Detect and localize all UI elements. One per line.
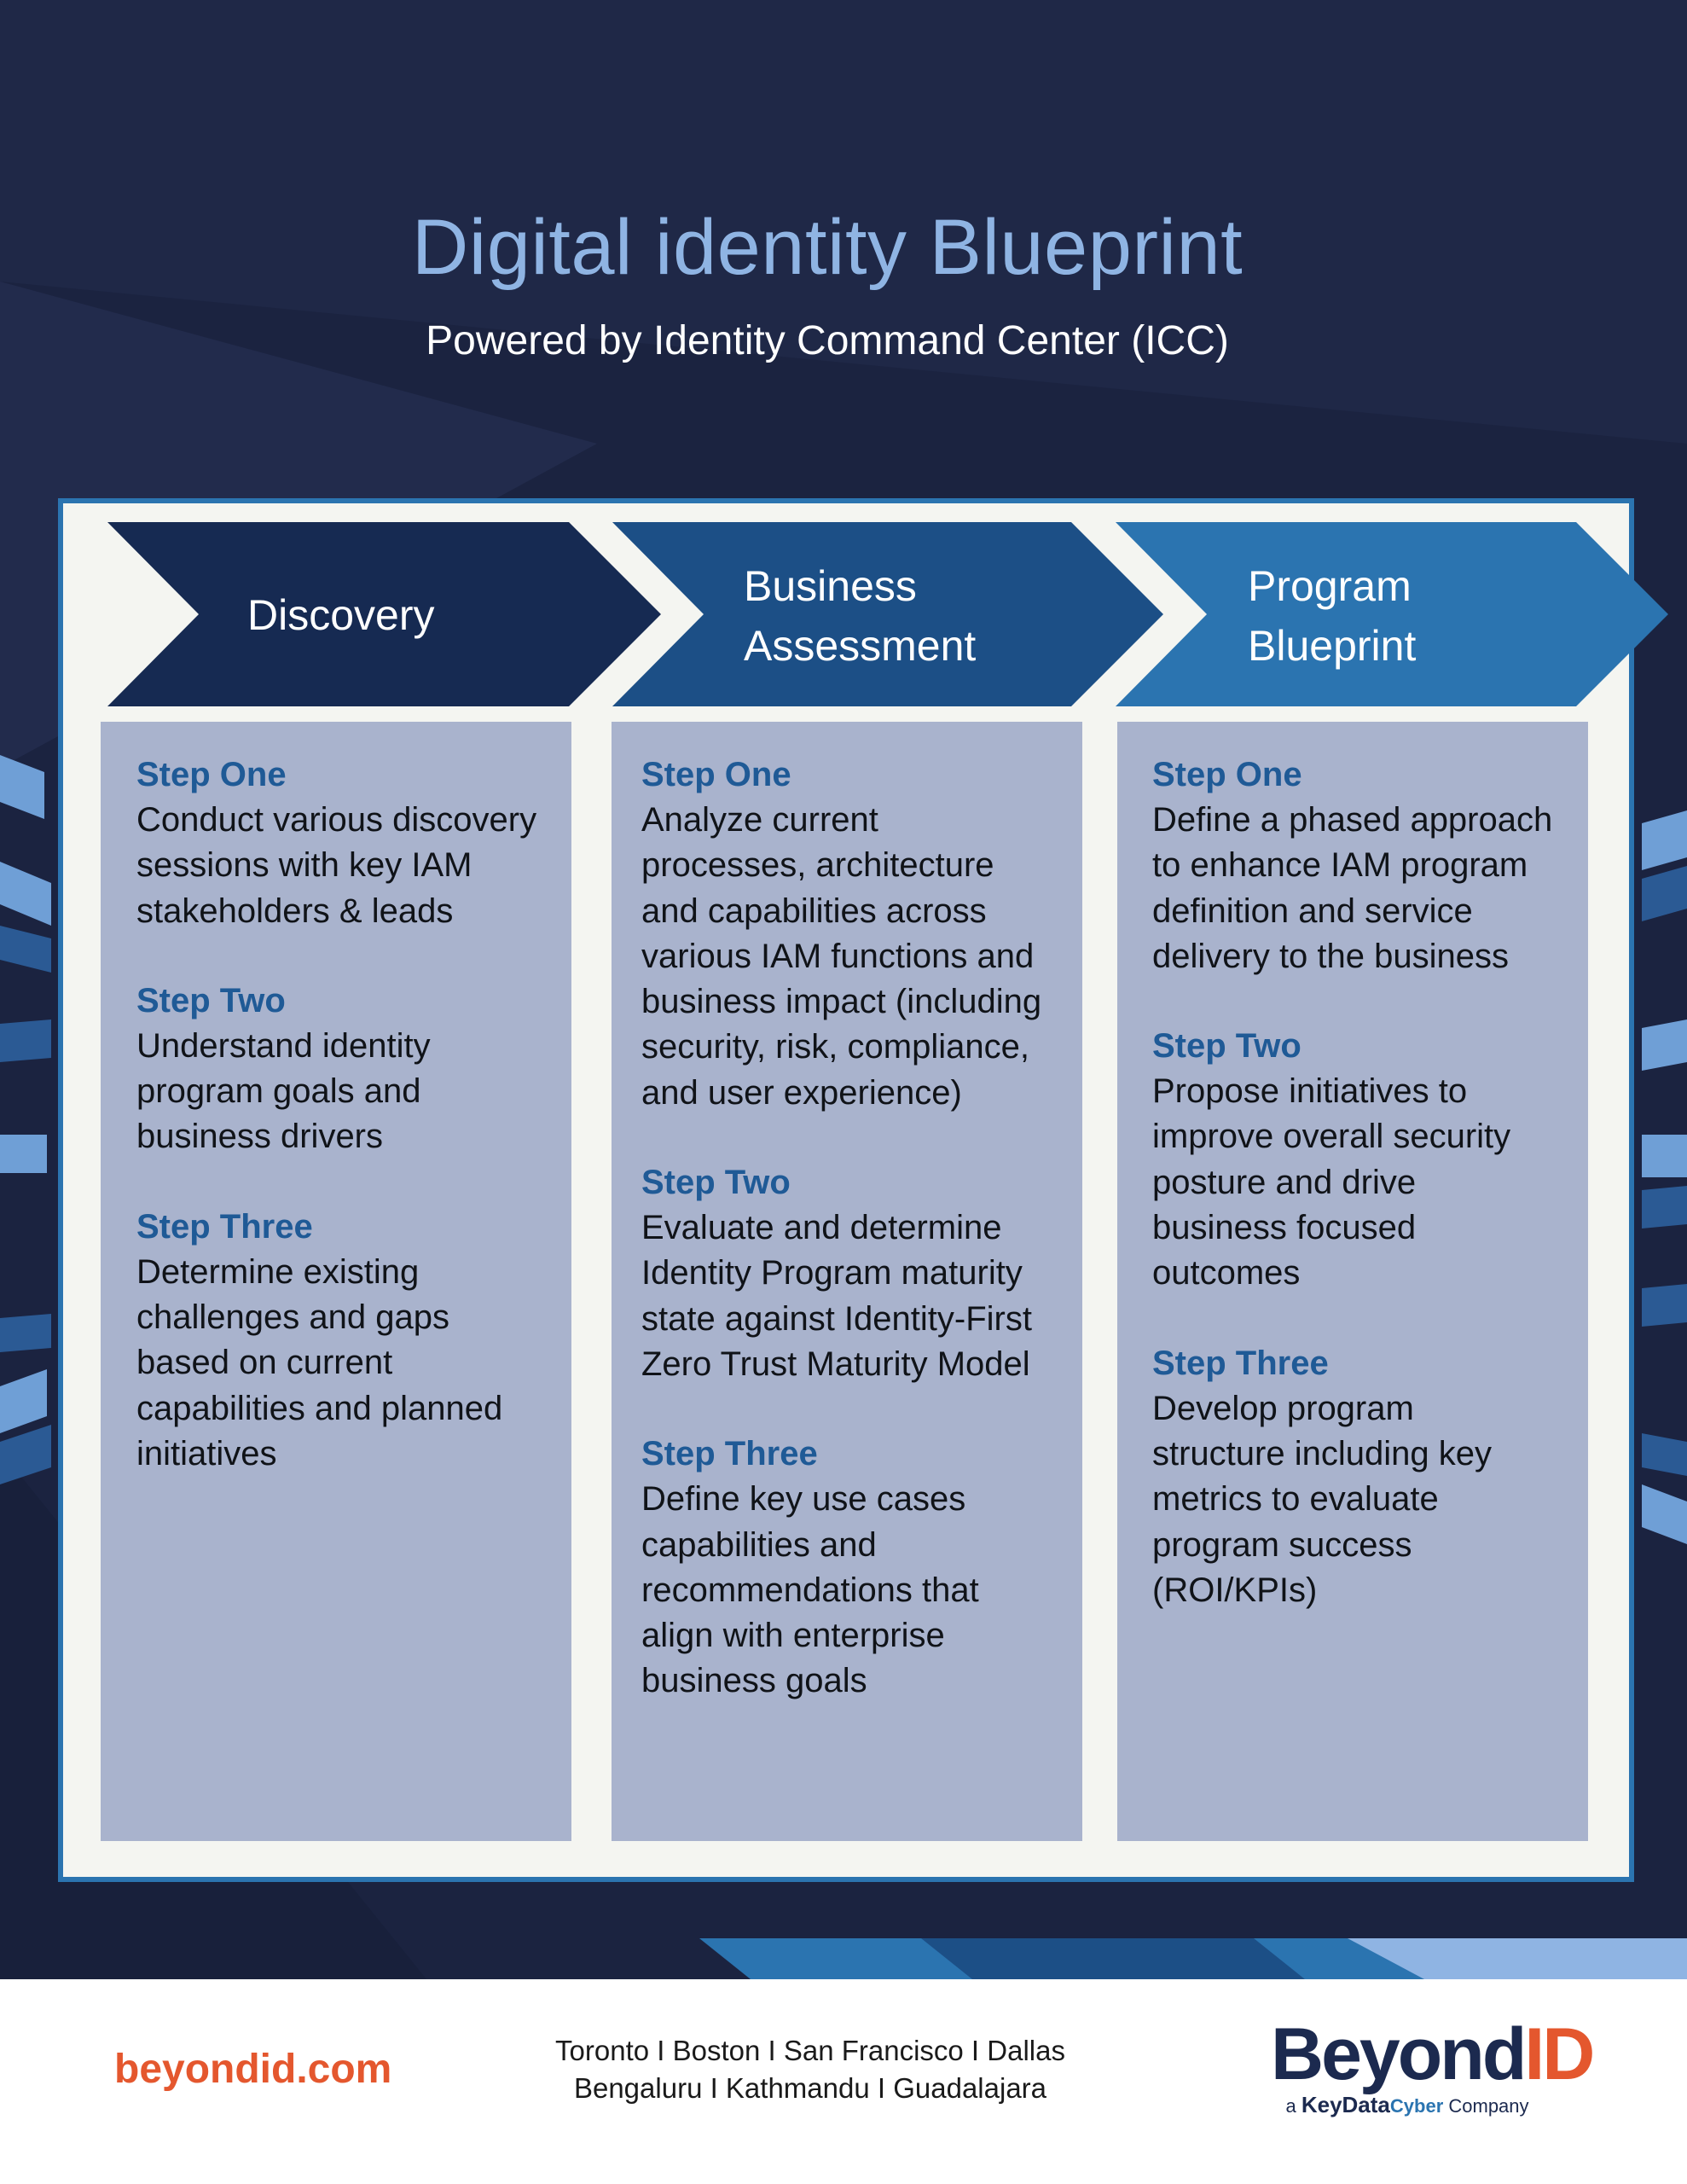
step-block: Step Three Develop program structure inc… xyxy=(1152,1341,1556,1613)
cities-line-1: Toronto I Boston I San Francisco I Dalla… xyxy=(555,2035,1065,2066)
step-block: Step Three Define key use cases capabili… xyxy=(641,1432,1050,1704)
phase-label-discovery: Discovery xyxy=(247,591,435,639)
step-text: Evaluate and determine Identity Program … xyxy=(641,1209,1032,1383)
logo-wordmark: BeyondID xyxy=(1271,2013,1595,2095)
footer xyxy=(0,1979,1687,2184)
step-block: Step One Analyze current processes, arch… xyxy=(641,752,1050,1116)
office-locations: Toronto I Boston I San Francisco I Dalla… xyxy=(512,2032,1109,2107)
step-text: Conduct various discovery sessions with … xyxy=(136,801,537,930)
step-text: Determine existing challenges and gaps b… xyxy=(136,1252,503,1472)
column-program-blueprint: Step One Define a phased approach to enh… xyxy=(1117,722,1588,1841)
beyondid-logo: BeyondID a KeyDataCyber Company xyxy=(1271,2012,1595,2118)
cities-line-2: Bengaluru I Kathmandu I Guadalajara xyxy=(573,2072,1047,2104)
website-link[interactable]: beyondid.com xyxy=(114,2047,392,2092)
step-heading: Step One xyxy=(136,756,287,793)
step-block: Step One Conduct various discovery sessi… xyxy=(136,752,539,934)
step-text: Develop program structure including key … xyxy=(1152,1389,1492,1609)
step-heading: Step Two xyxy=(136,981,286,1019)
phase-label-program-blueprint: Program Blueprint xyxy=(1248,562,1417,670)
step-block: Step Three Determine existing challenges… xyxy=(136,1205,539,1477)
step-block: Step Two Propose initiatives to improve … xyxy=(1152,1024,1556,1296)
column-discovery: Step One Conduct various discovery sessi… xyxy=(101,722,571,1841)
step-text: Define a phased approach to enhance IAM … xyxy=(1152,801,1553,975)
step-heading: Step One xyxy=(641,756,791,793)
step-heading: Step Three xyxy=(136,1207,313,1246)
step-heading: Step Two xyxy=(1152,1027,1301,1066)
page-subtitle: Powered by Identity Command Center (ICC) xyxy=(426,318,1229,363)
step-text: Define key use cases capabilities and re… xyxy=(641,1480,979,1700)
page-title: Digital identity Blueprint xyxy=(411,204,1244,291)
step-text: Understand identity program goals and bu… xyxy=(136,1026,431,1156)
step-block: Step One Define a phased approach to enh… xyxy=(1152,752,1556,979)
step-block: Step Two Evaluate and determine Identity… xyxy=(641,1160,1050,1387)
step-heading: Step One xyxy=(1152,756,1302,793)
step-block: Step Two Understand identity program goa… xyxy=(136,979,539,1160)
phase-label-business-assessment: Business Assessment xyxy=(744,562,977,670)
column-business-assessment: Step One Analyze current processes, arch… xyxy=(612,722,1082,1841)
logo-tagline: a KeyDataCyber Company xyxy=(1285,2092,1529,2117)
step-heading: Step Three xyxy=(641,1435,818,1473)
step-text: Propose initiatives to improve overall s… xyxy=(1152,1072,1511,1292)
step-heading: Step Three xyxy=(1152,1344,1329,1382)
step-text: Analyze current processes, architecture … xyxy=(641,801,1042,1112)
step-heading: Step Two xyxy=(641,1164,791,1202)
